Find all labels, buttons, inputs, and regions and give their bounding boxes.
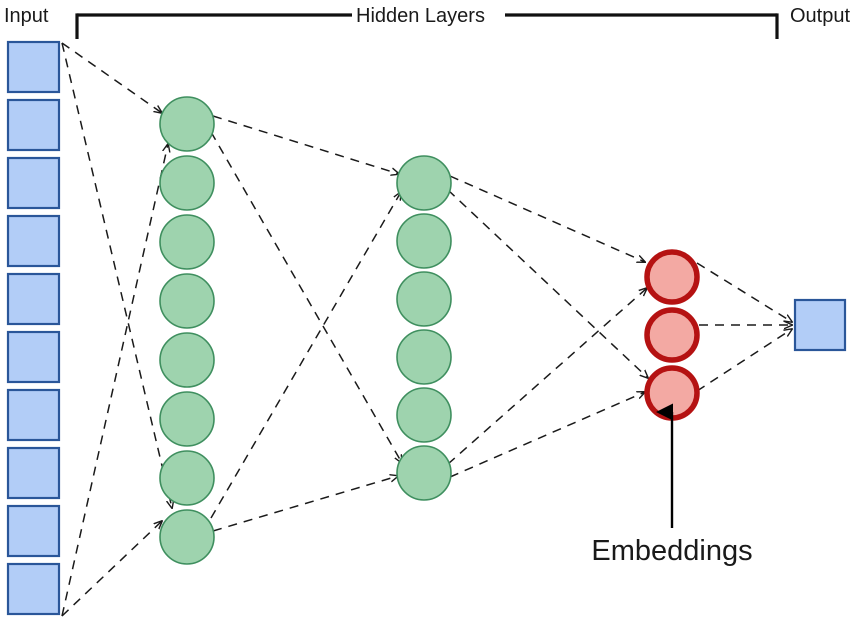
hidden-layer-2-node[interactable] — [396, 271, 452, 327]
edge-hidden2-bottom-to-embed-top — [447, 288, 647, 465]
input-layer-node[interactable] — [6, 40, 61, 94]
hidden-layer-1-node[interactable] — [159, 155, 215, 211]
edge-hidden2-top-to-embed-bottom — [447, 189, 648, 378]
edge-hidden1-bottom-to-hidden2-bottom — [212, 476, 398, 532]
edge-hidden1-top-to-hidden2-top — [212, 115, 399, 174]
input-layer-node[interactable] — [6, 504, 61, 558]
input-layer-node[interactable] — [6, 98, 61, 152]
hidden-layer-2-node[interactable] — [396, 155, 452, 211]
edge-hidden2-bottom-to-embed-bottom — [449, 392, 645, 478]
edge-hidden1-bottom-to-hidden2-top — [210, 192, 401, 519]
edge-hidden2-top-to-embed-top — [449, 175, 645, 262]
label-output: Output — [790, 5, 850, 27]
hidden-layers-bracket — [75, 13, 779, 39]
label-embeddings: Embeddings — [591, 535, 752, 567]
input-layer-node[interactable] — [6, 388, 61, 442]
edge-input-top-to-hidden1-bottom — [61, 42, 172, 508]
hidden-layer-2-node[interactable] — [396, 213, 452, 269]
input-layer-node[interactable] — [6, 272, 61, 326]
edge-embed-bottom-to-output — [696, 329, 792, 392]
hidden-layer-2-node[interactable] — [396, 445, 452, 501]
hidden-layer-1-node[interactable] — [159, 332, 215, 388]
connection-edges — [61, 42, 792, 617]
edge-hidden1-top-to-hidden2-bottom — [210, 131, 402, 463]
layer-nodes — [6, 40, 847, 616]
hidden-layer-1-node[interactable] — [159, 391, 215, 447]
output-layer-node[interactable] — [793, 298, 847, 352]
hidden-layer-1-node[interactable] — [159, 450, 215, 506]
input-layer-node[interactable] — [6, 330, 61, 384]
edge-input-bottom-to-hidden1-bottom — [61, 521, 162, 617]
hidden-layer-1-node[interactable] — [159, 96, 215, 152]
hidden-layer-1-node[interactable] — [159, 214, 215, 270]
label-hidden-layers: Hidden Layers — [356, 5, 485, 27]
hidden-layer-2-node[interactable] — [396, 387, 452, 443]
embedding-layer-node[interactable] — [644, 365, 700, 421]
edge-input-top-to-hidden1-top — [61, 42, 162, 113]
input-layer-node[interactable] — [6, 562, 61, 616]
hidden-layer-1-node[interactable] — [159, 509, 215, 565]
hidden-layer-2-node[interactable] — [396, 329, 452, 385]
label-input: Input — [4, 5, 49, 27]
input-layer-node[interactable] — [6, 156, 61, 210]
embedding-layer-node[interactable] — [644, 307, 700, 363]
embedding-layer-node[interactable] — [644, 249, 700, 305]
hidden-layer-1-node[interactable] — [159, 273, 215, 329]
input-layer-node[interactable] — [6, 214, 61, 268]
input-layer-node[interactable] — [6, 446, 61, 500]
edge-input-bottom-to-hidden1-top — [61, 144, 168, 617]
edge-embed-top-to-output — [696, 262, 792, 322]
